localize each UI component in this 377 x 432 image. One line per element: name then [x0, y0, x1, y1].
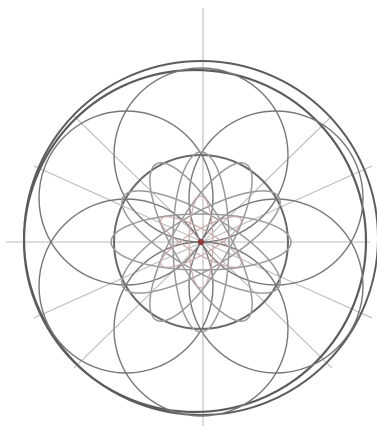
center-dot	[198, 239, 204, 245]
